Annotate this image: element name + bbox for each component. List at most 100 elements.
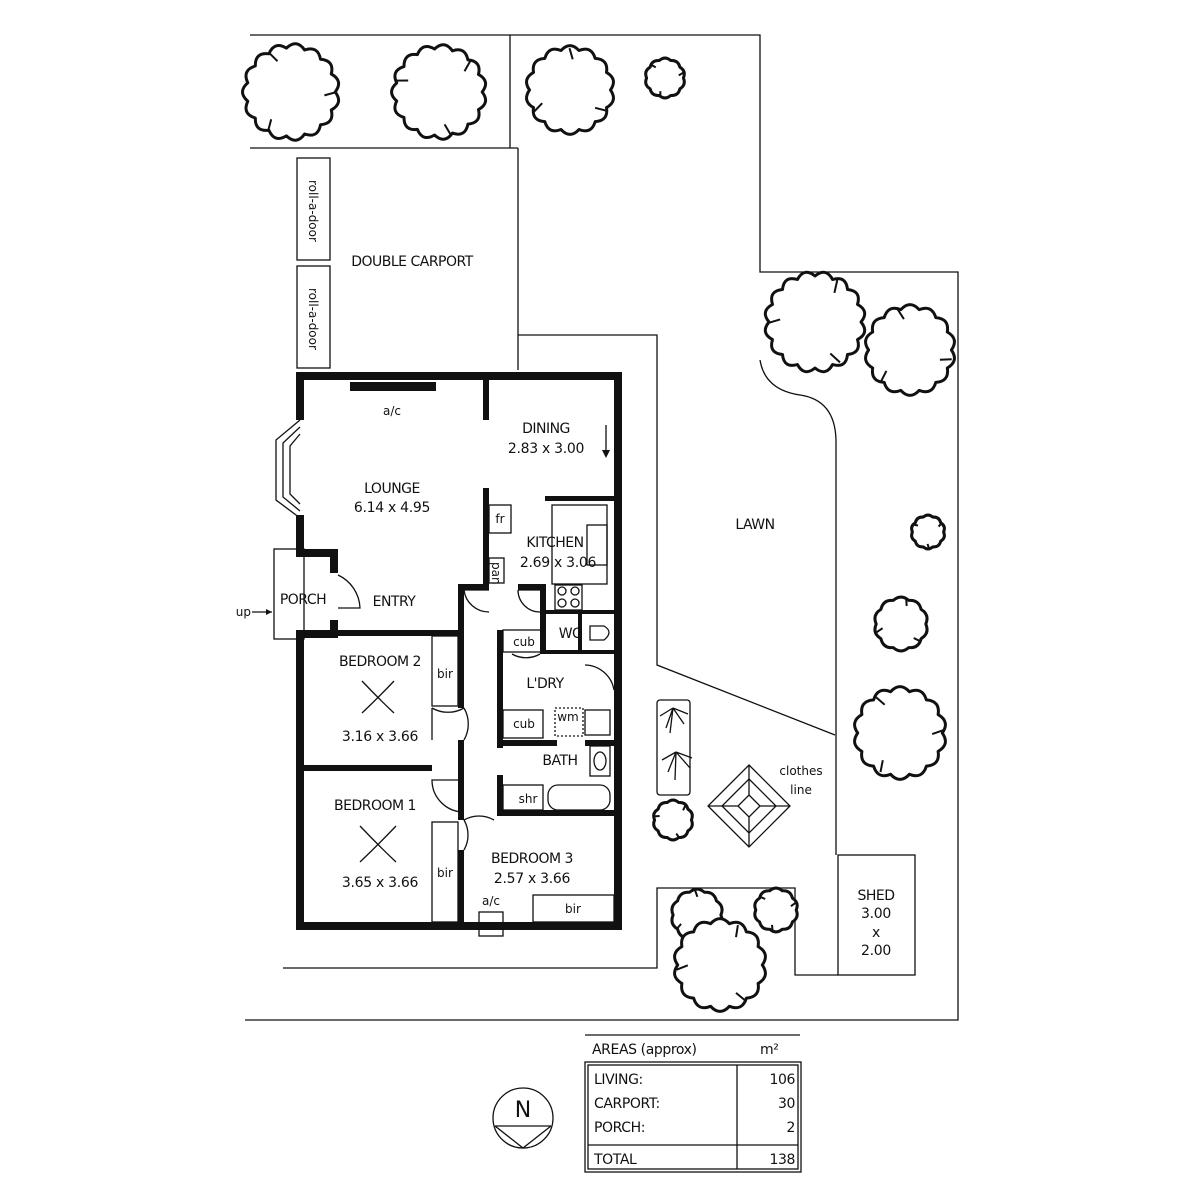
tree-notch (443, 123, 452, 136)
porch-label: PORCH (280, 592, 326, 608)
areas-table: AREAS (approx) m² LIVING: 106 CARPORT: 3… (584, 1034, 802, 1173)
trees (241, 42, 956, 1013)
shed-label: SHED (857, 888, 894, 904)
pan-label: pan (489, 562, 503, 585)
dining-label: DINING (522, 421, 570, 437)
area-row-0-value: 106 (769, 1072, 795, 1088)
tree-notch (767, 318, 781, 325)
tree-notch (735, 924, 739, 938)
built-in-robes (431, 635, 615, 923)
double-carport: roll-a-door roll-a-door DOUBLE CARPORT (296, 157, 474, 369)
areas-unit: m² (760, 1042, 778, 1058)
tree-notch (568, 47, 574, 60)
lounge-label: LOUNGE (364, 481, 420, 497)
area-row-2-label: PORCH: (594, 1120, 645, 1136)
area-total-label: TOTAL (593, 1152, 637, 1168)
areas-heading: AREAS (approx) (592, 1042, 697, 1058)
tree-icon (644, 56, 686, 100)
tree-notch (880, 370, 888, 382)
tree-notch (905, 598, 908, 607)
north-compass: N (492, 1087, 554, 1149)
tree-notch (896, 308, 905, 320)
tree-icon (673, 917, 767, 1013)
roll-a-door-label-1: roll-a-door (306, 180, 320, 242)
door-swings (337, 574, 615, 851)
tree-icon (873, 595, 929, 653)
windows (299, 405, 621, 905)
lounge-dim: 6.14 x 4.95 (354, 500, 430, 516)
tree-notch (678, 71, 684, 77)
tree-icon (241, 42, 341, 142)
wet-area-fixtures (502, 625, 611, 811)
tree-icon (525, 44, 615, 136)
tree-notch (939, 358, 952, 361)
ac-label-bed3: a/c (482, 894, 500, 908)
shed-width: 3.00 (861, 906, 891, 922)
tree-notch (790, 901, 797, 908)
cub-label-ldry: cub (513, 717, 535, 731)
bedroom3-label: BEDROOM 3 (491, 851, 573, 867)
site-boundary (245, 34, 959, 1021)
tree-notch (833, 279, 839, 294)
up-label: up (236, 605, 251, 619)
house-walls (296, 372, 622, 930)
tree-notch (771, 924, 774, 931)
tree-notch (874, 696, 886, 706)
area-row-2-value: 2 (786, 1120, 795, 1136)
bir-label-bed2: bir (437, 667, 453, 681)
area-total-value: 138 (769, 1152, 795, 1168)
shed: SHED 3.00 x 2.00 (837, 854, 916, 976)
carport-label: DOUBLE CARPORT (351, 254, 473, 270)
tree-notch (913, 523, 919, 527)
bir-label-bed3: bir (565, 902, 581, 916)
bedroom2-label: BEDROOM 2 (339, 654, 421, 670)
bir-label-bed1: bir (437, 866, 453, 880)
bay-window (275, 419, 301, 519)
lawn-label: LAWN (735, 517, 774, 533)
tree-icon (390, 43, 488, 141)
kitchen-fixtures (488, 504, 608, 611)
line-label: line (790, 783, 812, 797)
tree-notch (594, 106, 607, 112)
bedroom1-label: BEDROOM 1 (334, 798, 416, 814)
bedroom3-dim: 2.57 x 3.66 (494, 871, 571, 887)
tree-notch (682, 805, 687, 811)
tree-notch (650, 64, 657, 69)
north-icon: N (515, 1098, 531, 1123)
tree-icon (652, 798, 694, 842)
roll-a-door-bottom (296, 265, 331, 369)
bedroom2-dim: 3.16 x 3.66 (342, 729, 419, 745)
dining-door-arrow (602, 425, 610, 458)
ac-unit-bed3 (478, 911, 504, 937)
shed-x: x (872, 925, 880, 941)
garden-bed (656, 699, 693, 796)
shed-height: 2.00 (861, 943, 891, 959)
tree-notch (879, 760, 884, 773)
tree-notch (759, 895, 766, 900)
tree-icon (864, 303, 956, 397)
tree-notch (829, 352, 841, 364)
area-row-0-label: LIVING: (594, 1072, 643, 1088)
tree-notch (675, 923, 682, 930)
tree-icon (910, 513, 946, 551)
tree-icon (853, 685, 947, 781)
laundry-label: L'DRY (526, 676, 564, 692)
tree-notch (937, 522, 943, 528)
tree-icon (763, 270, 867, 374)
tree-icon (753, 886, 799, 934)
tree-notch (675, 833, 681, 839)
tree-notch (463, 60, 472, 72)
kitchen-label: KITCHEN (526, 535, 583, 551)
tree-notch (931, 729, 944, 736)
roll-a-door-top (296, 157, 331, 261)
wm-label: wm (557, 710, 579, 724)
porch: up PORCH ENTRY (236, 548, 417, 640)
clothes-line (707, 764, 791, 848)
tree-notch (913, 637, 921, 643)
tree-notch (267, 51, 279, 62)
fan-icon (359, 680, 397, 863)
area-row-1-label: CARPORT: (594, 1096, 660, 1112)
area-row-1-value: 30 (778, 1096, 795, 1112)
bath-label: BATH (542, 753, 577, 769)
